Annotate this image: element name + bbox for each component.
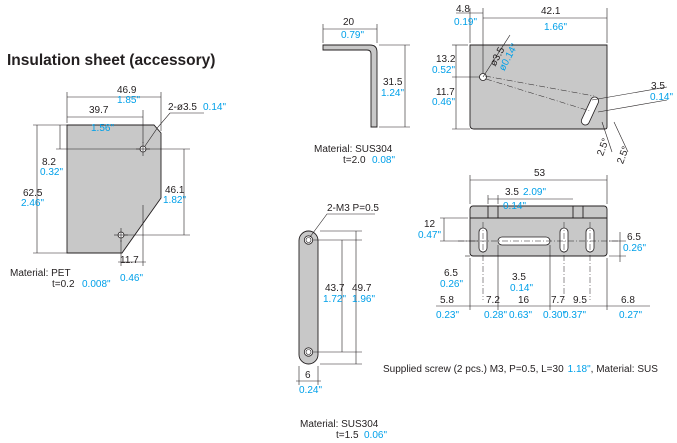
dim-plate-43-7: 43.7 bbox=[325, 283, 345, 294]
dim-top-3-5a: 3.5 bbox=[505, 187, 519, 198]
dim-front-11-7: 11.7 bbox=[436, 87, 455, 98]
dim-front-4-8: 4.8 bbox=[456, 4, 470, 15]
label-insulation-hole: 2-ø3.5 bbox=[168, 102, 197, 113]
plate-bar-thickness: t=1.5 bbox=[336, 430, 359, 441]
dim-insulation-bottom-in: 0.46" bbox=[120, 273, 143, 284]
dim-l-bracket-width: 20 bbox=[343, 17, 355, 28]
dim-front-slot: 3.5 bbox=[651, 81, 665, 92]
bracket-front-slot bbox=[580, 96, 600, 126]
dim-front-angle-2: 2.5° bbox=[615, 145, 631, 166]
dim-insulation-height: 62.5 bbox=[23, 188, 43, 199]
screw-note-in: 1.18" bbox=[568, 364, 591, 375]
plate-bar-outline bbox=[298, 230, 319, 365]
dim-top-b-5-8-in: 0.23" bbox=[436, 310, 459, 321]
insulation-sheet-group: Insulation sheet (accessory) 46.9 1.85" … bbox=[7, 52, 226, 290]
bracket-top-group: 53 3.5 2.09" 0.14" 12 0.47" 6.5 0.26" 6.… bbox=[383, 168, 658, 375]
dim-plate-43-7-in: 1.72" bbox=[323, 294, 346, 305]
dim-top-6-5r: 6.5 bbox=[627, 232, 641, 243]
dim-l-bracket-width-in: 0.79" bbox=[341, 30, 364, 41]
bracket-front-group: 4.8 0.19" 42.1 1.66" ø3.5 ø0.14" 13.2 0.… bbox=[432, 4, 673, 165]
plate-bar-group: 2-M3 P=0.5 43.7 1.72" 49.7 1.96" 6 0.24"… bbox=[296, 203, 387, 441]
dim-top-6-5l-in: 0.26" bbox=[440, 279, 463, 290]
label-plate-thread: 2-M3 P=0.5 bbox=[327, 203, 379, 214]
dim-front-42-1: 42.1 bbox=[541, 6, 561, 17]
plate-bar-hole-top bbox=[303, 235, 314, 245]
dim-insulation-height-in: 2.46" bbox=[21, 198, 44, 209]
dim-plate-6-in: 0.24" bbox=[299, 385, 322, 396]
dim-front-11-7-in: 0.46" bbox=[432, 97, 455, 108]
l-bracket-thickness: t=2.0 bbox=[343, 155, 366, 166]
dim-top-b-6-8: 6.8 bbox=[621, 295, 635, 306]
screw-note-text: Supplied screw (2 pcs.) M3, P=0.5, L=30 bbox=[383, 364, 564, 375]
insulation-material: Material: PET bbox=[10, 268, 71, 279]
leader-plate-thread bbox=[309, 213, 375, 238]
dim-insulation-width: 46.9 bbox=[117, 85, 137, 96]
dim-front-13-2-in: 0.52" bbox=[432, 65, 455, 76]
dim-top-3-5b-in: 0.14" bbox=[510, 283, 533, 294]
dim-top-b-6-8-in: 0.27" bbox=[619, 310, 642, 321]
dim-top-3-5b: 3.5 bbox=[512, 272, 526, 283]
plate-bar-hole-bottom bbox=[303, 347, 314, 357]
dim-top-53-in: 2.09" bbox=[523, 187, 546, 198]
dim-front-4-8-in: 0.19" bbox=[454, 17, 477, 28]
dim-top-b-9-5-in: 0.37" bbox=[563, 310, 586, 321]
dim-plate-6: 6 bbox=[305, 370, 311, 381]
l-bracket-thickness-in: 0.08" bbox=[372, 155, 395, 166]
insulation-heading: Insulation sheet (accessory) bbox=[7, 52, 215, 69]
dim-top-6-5r-in: 0.26" bbox=[623, 243, 646, 254]
dim-l-bracket-height-in: 1.24" bbox=[381, 88, 404, 99]
insulation-sheet-outline bbox=[66, 124, 162, 254]
bracket-front-outline bbox=[469, 44, 608, 130]
dim-insulation-width-in: 1.85" bbox=[117, 95, 140, 106]
dim-top-b-16: 16 bbox=[518, 295, 530, 306]
dim-front-13-2: 13.2 bbox=[436, 54, 456, 65]
dim-top-3-5a-in: 0.14" bbox=[503, 201, 526, 212]
dim-top-6-5l: 6.5 bbox=[444, 268, 458, 279]
plate-bar-thickness-in: 0.06" bbox=[364, 430, 387, 441]
l-bracket-material: Material: SUS304 bbox=[314, 144, 393, 155]
dim-top-b-7-2: 7.2 bbox=[486, 295, 500, 306]
dim-insulation-hole-x-in: 1.56" bbox=[91, 123, 114, 134]
dim-top-53: 53 bbox=[534, 168, 546, 179]
dim-front-angle-1: 2.5° bbox=[595, 137, 611, 158]
leader-insulation-hole bbox=[144, 112, 204, 147]
dim-top-12-in: 0.47" bbox=[418, 230, 441, 241]
dim-insulation-pitch-in: 1.82" bbox=[163, 195, 186, 206]
dim-top-b-7-2-in: 0.28" bbox=[484, 310, 507, 321]
dim-l-bracket-height: 31.5 bbox=[383, 77, 403, 88]
l-bracket-outline bbox=[322, 44, 378, 128]
dim-insulation-bottom: 11.7 bbox=[120, 255, 139, 266]
dim-top-12: 12 bbox=[424, 219, 436, 230]
dim-front-slot-in: 0.14" bbox=[650, 92, 673, 103]
dim-front-42-1-in: 1.66" bbox=[544, 22, 567, 33]
dim-top-b-7-7-in: 0.30" bbox=[543, 310, 566, 321]
insulation-thickness: t=0.2 bbox=[52, 279, 75, 290]
screw-note: Supplied screw (2 pcs.) M3, P=0.5, L=30 1… bbox=[383, 364, 658, 375]
dim-insulation-pitch: 46.1 bbox=[165, 185, 185, 196]
dim-plate-49-7-in: 1.96" bbox=[352, 294, 375, 305]
label-insulation-hole-in: 0.14" bbox=[203, 102, 226, 113]
dim-top-b-7-7: 7.7 bbox=[551, 295, 565, 306]
insulation-thickness-in: 0.008" bbox=[82, 279, 111, 290]
plate-bar-material: Material: SUS304 bbox=[300, 419, 379, 430]
dim-top-b-16-in: 0.63" bbox=[509, 310, 532, 321]
dim-top-b-9-5: 9.5 bbox=[573, 295, 587, 306]
screw-note-tail: , Material: SUS bbox=[591, 364, 659, 375]
dim-plate-49-7: 49.7 bbox=[352, 283, 372, 294]
l-bracket-side-group: 20 0.79" 31.5 1.24" Material: SUS304 t=2… bbox=[314, 17, 410, 166]
dim-top-b-5-8: 5.8 bbox=[440, 295, 454, 306]
dim-insulation-top-in: 0.32" bbox=[40, 167, 63, 178]
dim-insulation-top: 8.2 bbox=[42, 157, 56, 168]
dim-insulation-hole-x: 39.7 bbox=[89, 105, 109, 116]
